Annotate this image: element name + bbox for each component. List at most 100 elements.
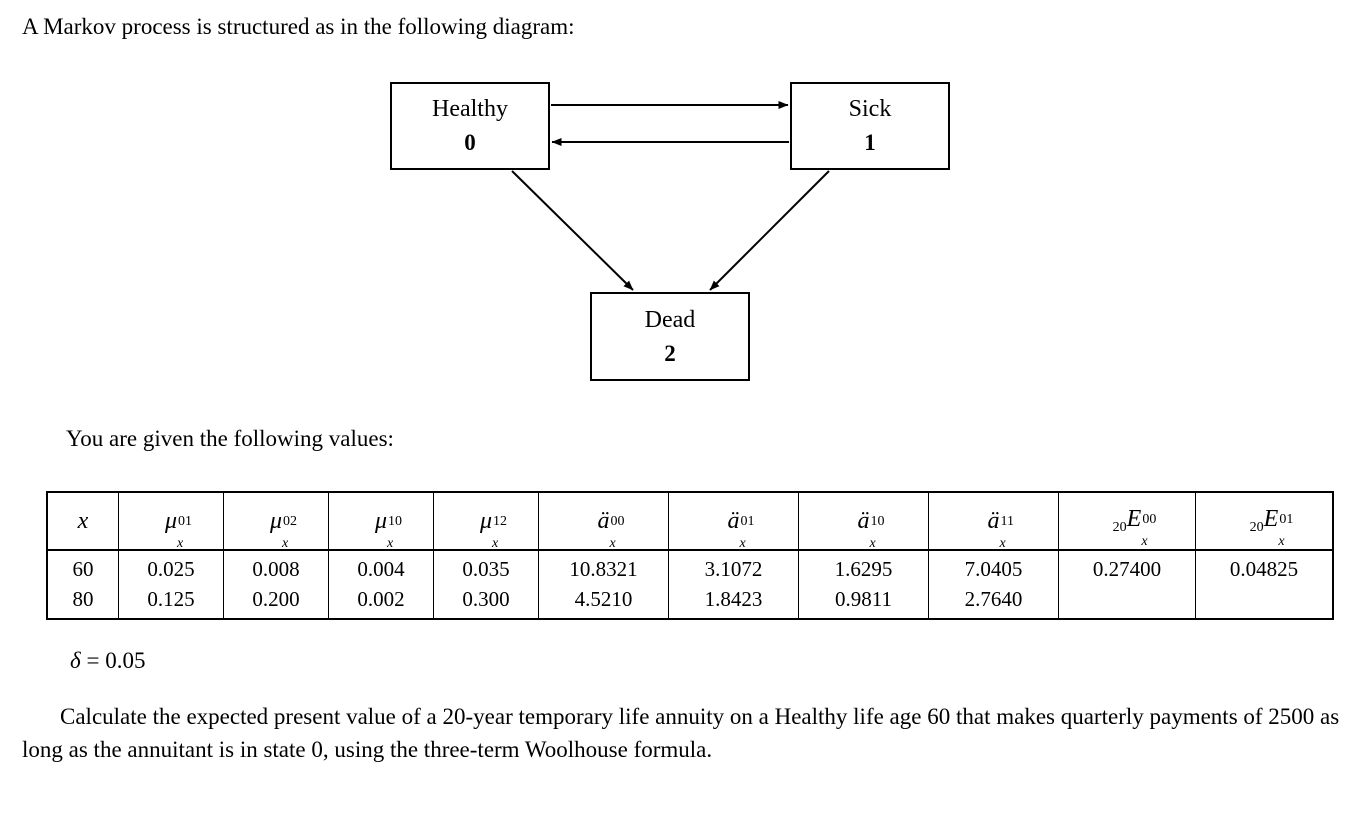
- math-base: E: [1263, 506, 1279, 532]
- table-cell: 0.002: [328, 584, 434, 620]
- math-base: μ: [479, 507, 493, 534]
- table-cell: 0.300: [433, 584, 539, 620]
- table-cell: 1.8423: [668, 584, 799, 620]
- table-cell: 0.9811: [798, 584, 929, 620]
- math-subscript: x: [177, 535, 184, 551]
- math-superscript: 00: [1142, 512, 1157, 527]
- math-subscript: x: [1141, 534, 1148, 549]
- math-base: ä: [727, 507, 740, 534]
- table-cell: 0.035: [433, 549, 539, 584]
- table-cell: [1058, 584, 1196, 620]
- delta-value: 0.05: [105, 648, 146, 673]
- math-superscript: 10: [870, 513, 885, 529]
- math-base: ä: [597, 507, 610, 534]
- math-subscript: x: [282, 535, 289, 551]
- math-superscript: 10: [388, 513, 403, 529]
- table-cell: 10.8321: [538, 549, 669, 584]
- state-id-healthy: 0: [464, 130, 476, 155]
- table-cell: 1.6295: [798, 549, 929, 584]
- math-superscript: 12: [493, 513, 508, 529]
- table-cell: 80: [46, 584, 119, 620]
- table-cell: 0.008: [223, 549, 329, 584]
- state-label-healthy: Healthy: [432, 96, 508, 122]
- state-node-dead: Dead 2: [590, 292, 750, 381]
- math-superscript: 11: [1000, 513, 1014, 529]
- math-base: ä: [987, 507, 1000, 534]
- edge-sick-to-dead: [709, 170, 830, 291]
- table-cell: [1195, 584, 1334, 620]
- table-cell: 0.04825: [1195, 549, 1334, 584]
- table-cell: 0.125: [118, 584, 224, 620]
- table-cell: 0.025: [118, 549, 224, 584]
- math-subscript: x: [492, 535, 499, 551]
- math-symbol: x: [78, 508, 89, 534]
- math-subscript: x: [609, 535, 616, 551]
- table-cell: 0.200: [223, 584, 329, 620]
- math-subscript: x: [387, 535, 394, 551]
- markov-diagram: Healthy 0 Sick 1 Dead 2: [0, 60, 1370, 400]
- table-cell: 0.004: [328, 549, 434, 584]
- math-subscript: x: [869, 535, 876, 551]
- question-text: Calculate the expected present value of …: [22, 704, 1340, 762]
- state-id-sick: 1: [864, 130, 876, 155]
- math-subscript: x: [1278, 534, 1285, 549]
- state-node-sick: Sick 1: [790, 82, 950, 170]
- table-cell: 4.5210: [538, 584, 669, 620]
- math-base: x: [77, 507, 89, 534]
- delta-symbol: δ: [70, 648, 81, 673]
- table-cell: 2.7640: [928, 584, 1059, 620]
- math-superscript: 01: [178, 513, 193, 529]
- math-base: ä: [857, 507, 870, 534]
- delta-equals: =: [86, 648, 100, 673]
- math-superscript: 01: [1279, 512, 1294, 527]
- state-node-healthy: Healthy 0: [390, 82, 550, 170]
- math-base: μ: [374, 507, 388, 534]
- table-header-cell: x: [46, 491, 119, 551]
- math-presubscript: 20: [1249, 520, 1264, 535]
- math-superscript: 02: [283, 513, 298, 529]
- given-values-text: You are given the following values:: [66, 426, 394, 451]
- force-of-interest-line: δ = 0.05: [70, 648, 145, 674]
- math-subscript: x: [739, 535, 746, 551]
- edge-healthy-to-dead: [511, 170, 634, 291]
- math-superscript: 00: [610, 513, 625, 529]
- state-id-dead: 2: [664, 340, 676, 366]
- state-label-sick: Sick: [848, 96, 892, 122]
- math-base: E: [1126, 506, 1142, 532]
- math-presubscript: 20: [1112, 520, 1127, 535]
- math-base: μ: [269, 507, 283, 534]
- table-cell: 60: [46, 549, 119, 584]
- table-cell: 7.0405: [928, 549, 1059, 584]
- table-cell: 0.27400: [1058, 549, 1196, 584]
- math-superscript: 01: [740, 513, 755, 529]
- math-subscript: x: [999, 535, 1006, 551]
- table-cell: 3.1072: [668, 549, 799, 584]
- state-label-dead: Dead: [644, 306, 696, 333]
- intro-text: A Markov process is structured as in the…: [22, 14, 575, 39]
